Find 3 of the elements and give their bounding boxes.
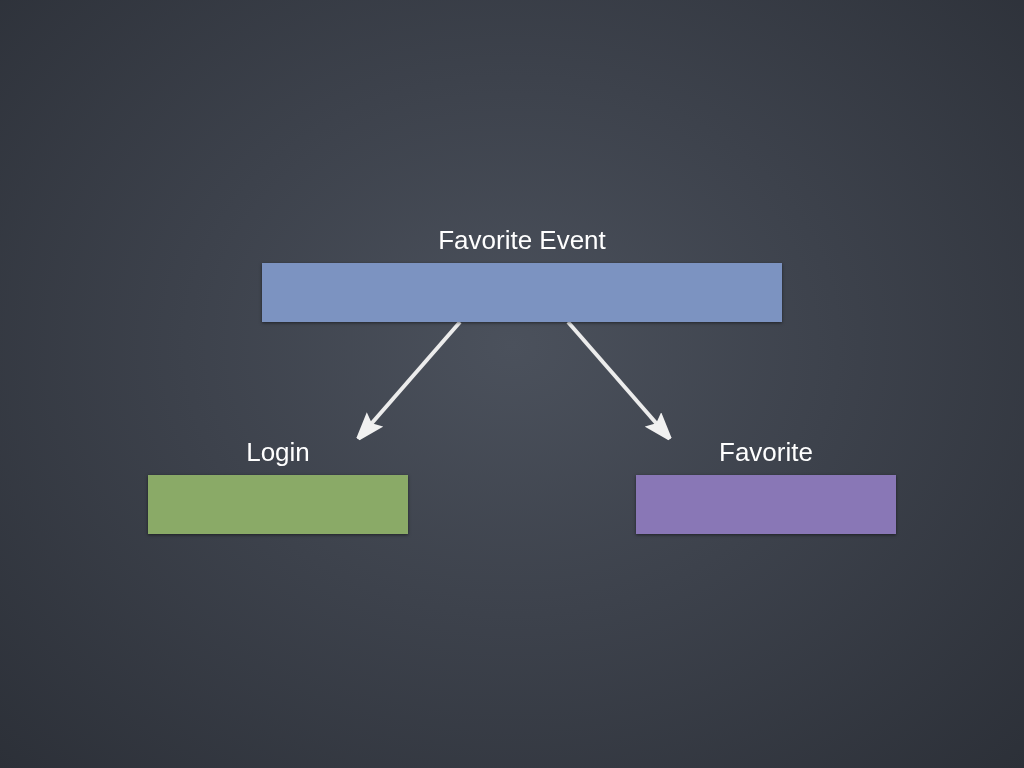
node-heading: Favorite — [719, 439, 813, 465]
node-heading: Favorite Event — [438, 227, 606, 253]
node-heading: Login — [246, 439, 310, 465]
